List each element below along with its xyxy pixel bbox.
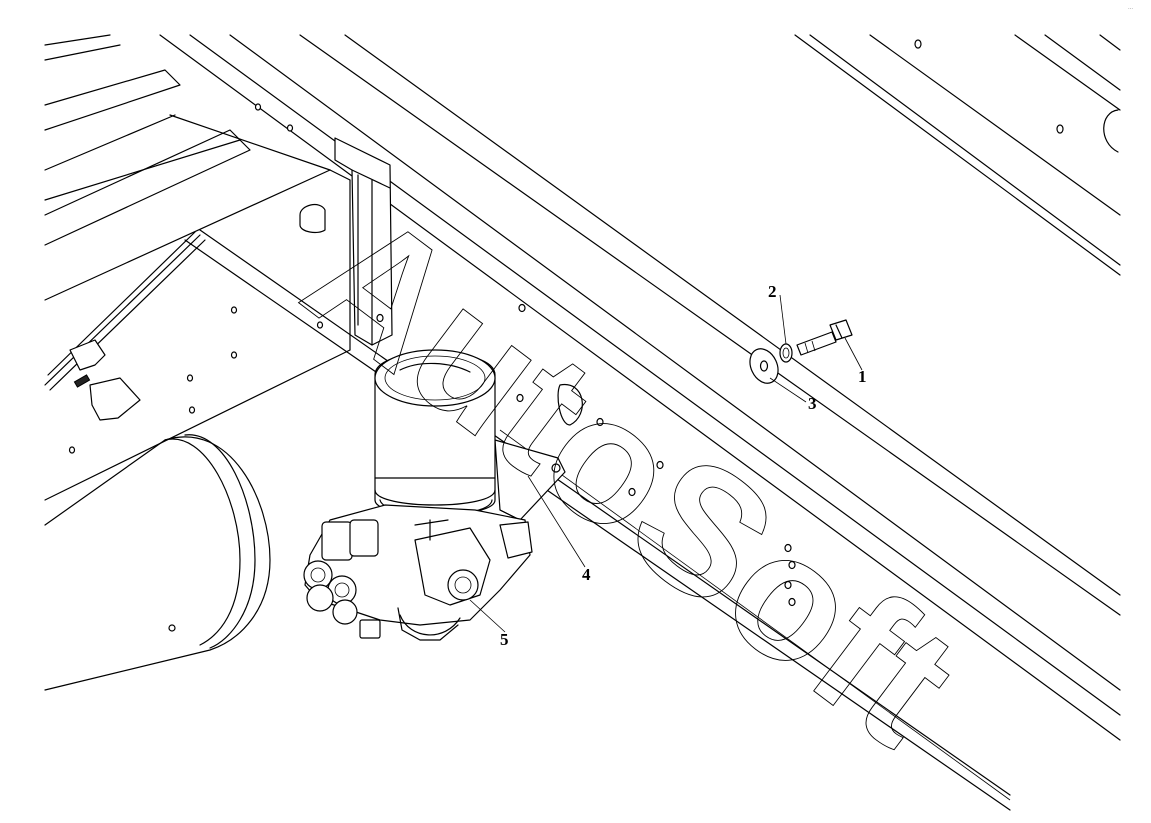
callout-4: 4 [582, 565, 591, 584]
bolt [796, 319, 853, 356]
corner-mark: ... [1128, 5, 1133, 11]
callout-5: 5 [500, 630, 509, 649]
left-crossmember [44, 34, 351, 501]
flat-washer [749, 348, 779, 384]
callouts: 1 2 3 4 5 [500, 282, 867, 649]
mounting-bracket [494, 439, 566, 521]
callout-2: 2 [768, 282, 777, 301]
air-dryer-unit [303, 349, 533, 641]
callout-3: 3 [808, 394, 817, 413]
leader-lines [469, 294, 863, 633]
diagonal-strut [44, 231, 206, 421]
lock-washer [779, 343, 793, 363]
callout-1: 1 [858, 367, 867, 386]
vertical-bracket [334, 137, 393, 346]
air-tank [44, 434, 271, 691]
frame-holes [516, 303, 796, 607]
upper-right-crossmember [794, 34, 1121, 276]
